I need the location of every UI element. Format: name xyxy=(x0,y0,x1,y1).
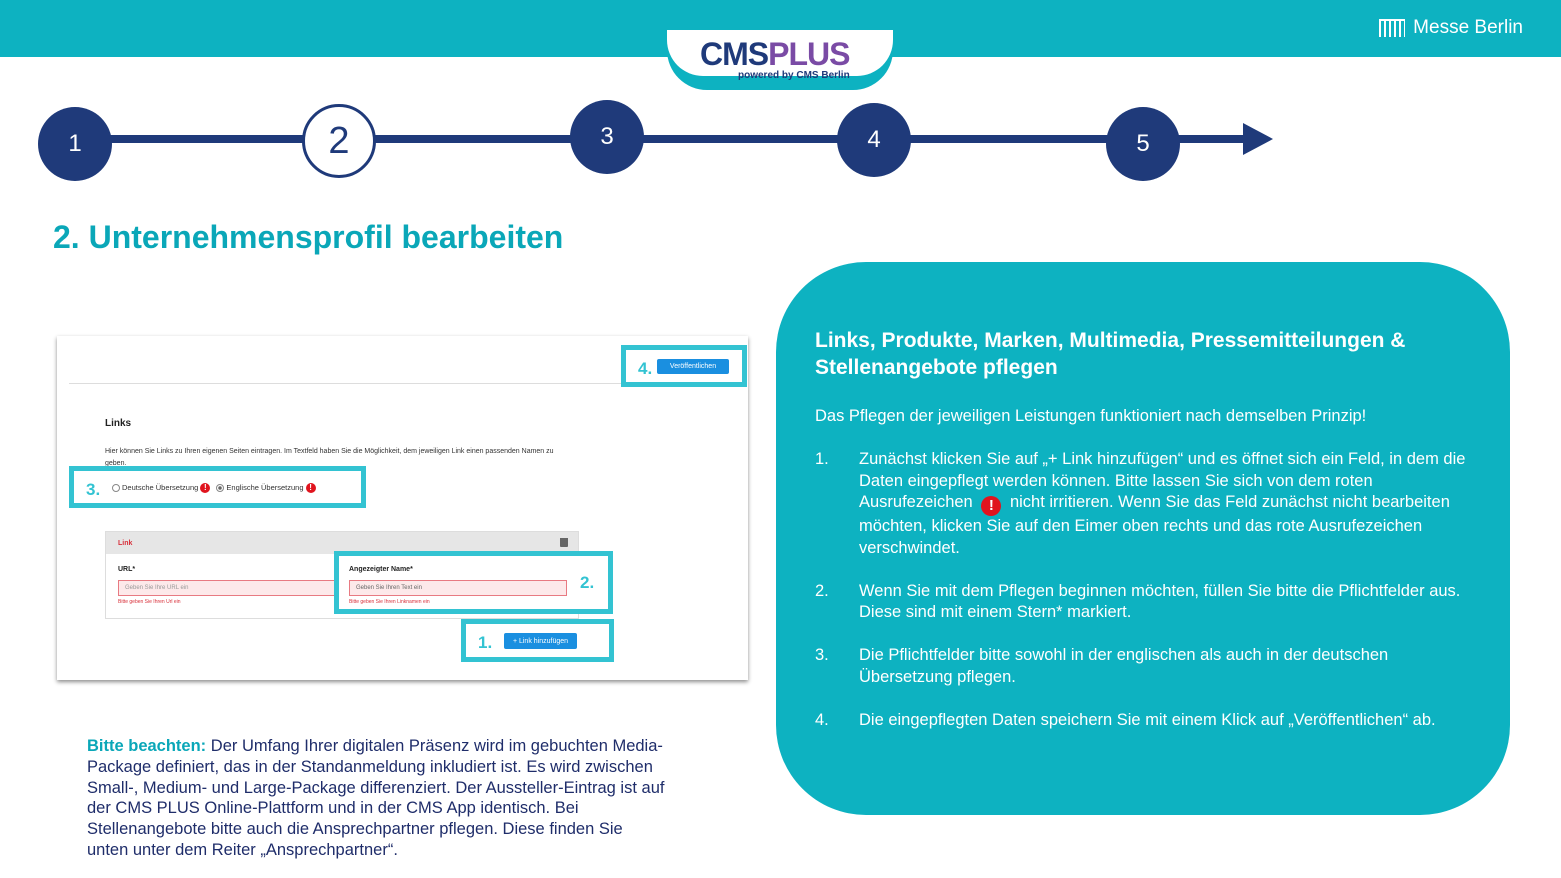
name-label: Angezeigter Name* xyxy=(349,566,413,573)
highlight-add-link: 1. + Link hinzufügen xyxy=(461,619,614,662)
links-heading: Links xyxy=(105,418,132,429)
note-text: Der Umfang Ihrer digitalen Präsenz wird … xyxy=(87,737,665,859)
instruction-item: 3. Die Pflichtfelder bitte sowohl in der… xyxy=(815,645,1475,688)
instructions-list: 1. Zunächst klicken Sie auf „+ Link hinz… xyxy=(815,449,1475,753)
messe-berlin-icon xyxy=(1379,19,1406,37)
instruction-text: Wenn Sie mit dem Pflegen beginnen möchte… xyxy=(859,581,1461,622)
marker-4: 4. xyxy=(638,359,653,378)
instruction-item: 4. Die eingepflegten Daten speichern Sie… xyxy=(815,710,1475,732)
step-2-active: 2 xyxy=(302,104,376,178)
divider xyxy=(69,383,747,384)
step-1: 1 xyxy=(38,107,112,181)
error-icon: ! xyxy=(200,483,211,494)
instruction-item: 2. Wenn Sie mit dem Pflegen beginnen möc… xyxy=(815,581,1475,624)
url-label: URL* xyxy=(118,566,136,573)
logo-plus: PLUS xyxy=(768,36,850,72)
cms-plus-logo: CMSPLUS xyxy=(700,36,850,73)
logo-subtitle: powered by CMS Berlin xyxy=(738,70,850,81)
highlight-translation: 3. Deutsche Übersetzung! Englische Übers… xyxy=(69,466,366,508)
brand-label: Messe Berlin xyxy=(1413,17,1523,38)
messe-berlin-logo: Messe Berlin xyxy=(1379,17,1523,39)
error-icon: ! xyxy=(305,483,316,494)
page-title: 2. Unternehmensprofil bearbeiten xyxy=(53,219,564,255)
note: Bitte beachten: Der Umfang Ihrer digital… xyxy=(87,736,667,861)
step-4: 4 xyxy=(837,103,911,177)
add-link-button[interactable]: + Link hinzufügen xyxy=(504,633,577,649)
marker-3: 3. xyxy=(86,480,101,499)
instruction-number: 4. xyxy=(815,710,829,729)
instruction-number: 2. xyxy=(815,581,829,600)
logo-inner: CMSPLUS powered by CMS Berlin xyxy=(667,30,893,81)
note-lead: Bitte beachten: xyxy=(87,737,207,755)
publish-button[interactable]: Veröffentlichen xyxy=(657,359,729,374)
instructions-panel: Links, Produkte, Marken, Multimedia, Pre… xyxy=(776,262,1510,815)
logo-cms: CMS xyxy=(700,36,769,72)
radio-german-label: Deutsche Übersetzung xyxy=(122,483,199,492)
name-input[interactable]: Geben Sie Ihren Text ein xyxy=(349,580,567,596)
highlight-name-field: Angezeigter Name* Geben Sie Ihren Text e… xyxy=(334,551,613,614)
instruction-number: 3. xyxy=(815,646,829,664)
exclamation-icon: ! xyxy=(981,496,1002,516)
link-card-label: Link xyxy=(118,540,133,547)
links-description: Hier können Sie Links zu Ihren eigenen S… xyxy=(105,448,554,467)
steps-line xyxy=(75,135,1245,143)
url-input[interactable]: Geben Sie Ihre URL ein xyxy=(118,580,335,596)
radio-english-label: Englische Übersetzung xyxy=(226,483,304,492)
instruction-text: Die Pflichtfelder bitte sowohl in der en… xyxy=(859,646,1389,686)
step-3: 3 xyxy=(570,100,644,174)
steps-arrow-icon xyxy=(1243,123,1273,155)
instruction-text-a: Zunächst klicken Sie auf „+ Link hinzufü… xyxy=(859,450,1466,511)
translation-tabs: Deutsche Übersetzung! Englische Übersetz… xyxy=(112,483,320,494)
trash-icon[interactable] xyxy=(560,538,568,547)
url-error: Bitte geben Sie Ihren Url ein xyxy=(118,599,181,605)
panel-title: Links, Produkte, Marken, Multimedia, Pre… xyxy=(815,329,1406,379)
cms-screenshot: 4. Veröffentlichen Links Hier können Sie… xyxy=(57,336,748,680)
link-card-header: Link xyxy=(106,532,578,554)
cms-plus-logo-tab: CMSPLUS powered by CMS Berlin xyxy=(667,30,893,90)
highlight-publish: 4. Veröffentlichen xyxy=(621,345,747,387)
marker-2: 2. xyxy=(580,573,595,592)
instruction-text-b: nicht irritieren. Wenn Sie das Feld zunä… xyxy=(859,493,1450,557)
radio-german[interactable] xyxy=(112,484,120,493)
name-error: Bitte geben Sie Ihren Linknamen ein xyxy=(349,599,430,605)
panel-intro: Das Pflegen der jeweiligen Leistungen fu… xyxy=(815,407,1367,425)
step-5: 5 xyxy=(1106,107,1180,181)
instruction-number: 1. xyxy=(815,450,829,468)
radio-english[interactable] xyxy=(216,484,225,493)
instruction-text: Die eingepflegten Daten speichern Sie mi… xyxy=(859,710,1436,729)
marker-1: 1. xyxy=(478,633,493,652)
progress-steps: 1 2 3 4 5 xyxy=(0,95,1300,195)
instruction-item: 1. Zunächst klicken Sie auf „+ Link hinz… xyxy=(815,449,1475,559)
